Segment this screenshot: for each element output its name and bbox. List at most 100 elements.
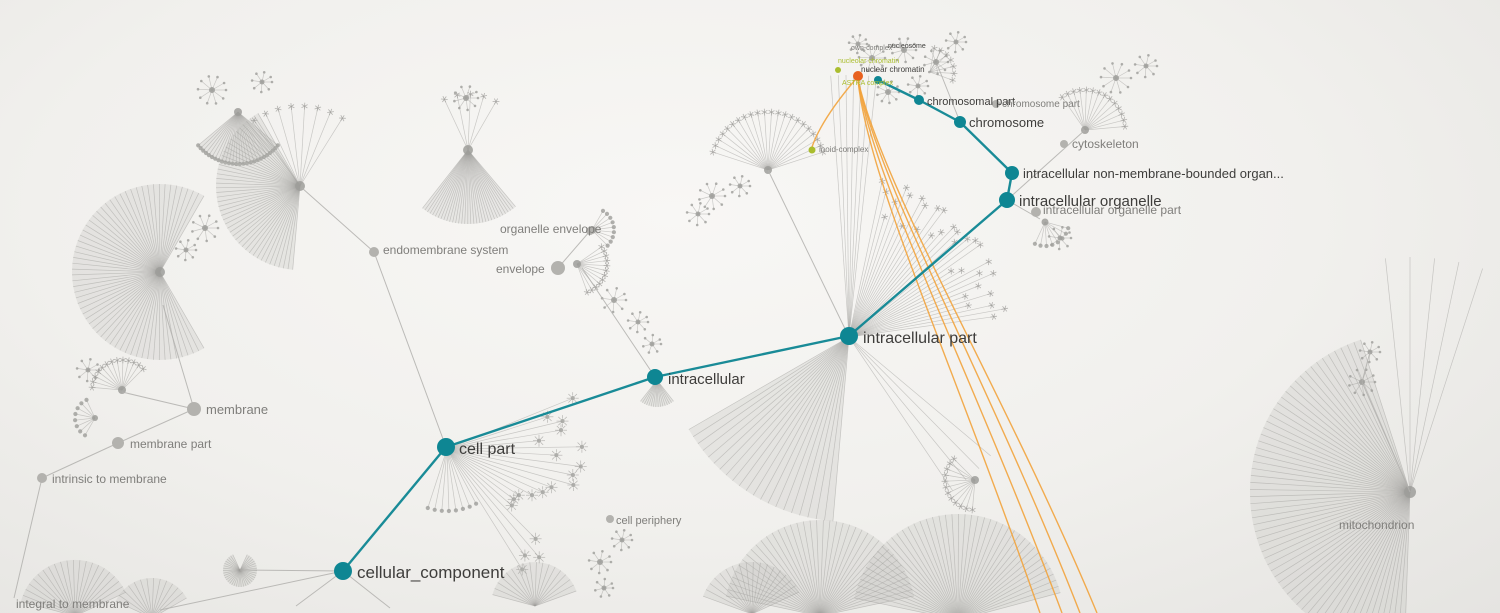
label-own-complex[interactable]: own-complex [851,45,893,52]
label-cellular-component[interactable]: cellular_component [357,563,505,582]
term-node-intrinsic-to-membrane[interactable] [37,473,47,483]
burst-chromatin [847,33,869,55]
label-intracellular[interactable]: intracellular [668,371,745,388]
label-intrinsic-to-membrane[interactable]: intrinsic to membrane [52,472,167,486]
label-mitochondrion[interactable]: mitochondrion [1339,518,1414,532]
cluster-line [1274,491,1411,578]
label-nucleosome[interactable]: nucleosome [888,43,926,50]
leaf-star [712,143,719,148]
leaf-dot [85,379,89,383]
term-node-membrane[interactable] [187,402,201,416]
cluster-hub [463,95,469,101]
cluster-line [891,537,953,613]
label-nucleolar-chromatin[interactable]: nucleolar chromatin [838,58,899,65]
cluster-hub [1057,235,1063,241]
orange-association-edge [857,79,1081,613]
cluster-line [121,368,144,391]
leaf-flower-petal [583,448,587,452]
cluster-line [576,255,606,265]
cluster-line [929,59,951,73]
label-cytoskeleton[interactable]: cytoskeleton [1072,137,1139,151]
term-node-chromosome-part[interactable] [992,100,1000,108]
cluster-line [857,584,939,613]
cluster-line [211,111,239,158]
cluster-line [299,118,343,187]
label-inoid-complex[interactable]: inoid-complex [819,145,868,154]
node-chromatin[interactable] [874,76,882,84]
cluster-line [727,128,769,171]
label-chromosome-part[interactable]: chromosome part [1002,99,1080,110]
cluster-line [159,186,183,273]
cluster-line [88,271,161,325]
cluster-hub [971,476,979,484]
label-intracellular-organelle[interactable]: intracellular organelle [1019,193,1162,210]
node-inoid-complex[interactable] [808,146,816,154]
leaf-dot [745,192,749,195]
cluster-line [82,271,161,315]
label-astra-complex[interactable]: ASTRA complex [842,80,893,87]
cluster-line [534,570,562,607]
label-chromosome[interactable]: chromosome [969,115,1044,130]
cluster-line [534,579,571,607]
cluster-line [848,216,885,338]
node-intracellular-organelle[interactable] [999,192,1015,208]
term-node-intracellular-organelle-part[interactable] [1031,207,1041,217]
label-membrane-part[interactable]: membrane part [130,437,212,451]
label-intracellular-part[interactable]: intracellular part [863,330,977,347]
term-node-envelope[interactable] [551,261,565,275]
term-node-membrane-part[interactable] [112,437,124,449]
leaf-star [966,235,969,243]
leaf-flower-petal [526,557,530,560]
leaf-dot [191,255,195,259]
leaf-dot [645,315,648,319]
cluster-hub [649,341,655,347]
cluster-line [1291,491,1411,600]
cluster-line [576,263,605,276]
label-intracellular-organelle-part[interactable]: intracellular organelle part [1043,203,1182,217]
cluster-line [960,479,976,507]
label-intracellular-non-membrane-bounded-organelle[interactable]: intracellular non-membrane-bounded organ… [1023,166,1284,181]
leaf-star [990,301,993,309]
cluster-line [1366,491,1411,613]
node-chromosome[interactable] [954,116,966,128]
node-cell-part[interactable] [437,438,455,456]
label-organelle-envelope[interactable]: organelle envelope [500,222,602,236]
node-intracellular[interactable] [647,369,663,385]
node-chromatin-term[interactable] [853,71,863,81]
label-envelope[interactable]: envelope [496,262,545,276]
leaf-dot [876,85,880,89]
label-cell-periphery[interactable]: cell periphery [616,515,682,527]
term-node-cell-periphery[interactable] [606,515,614,523]
cluster-line [81,403,96,419]
cluster-line [974,579,1057,613]
node-chromosomal-part[interactable] [914,95,924,105]
node-intracellular-non-membrane-bounded-organelle[interactable] [1005,166,1019,180]
leaf-dot [97,368,101,372]
term-node-organelle-envelope[interactable] [586,227,594,235]
label-endomembrane-system[interactable]: endomembrane system [383,243,508,257]
node-nucleolar-chromatin[interactable] [835,67,841,73]
leaf-star [956,228,959,236]
cluster-line [299,111,331,187]
cluster-line [511,568,536,607]
node-intracellular-part[interactable] [840,327,858,345]
label-membrane[interactable]: membrane [206,402,268,417]
term-node-cytoskeleton[interactable] [1060,140,1068,148]
leaf-dot [605,243,610,248]
label-integral-to-membrane[interactable]: integral to membrane [16,597,130,611]
cluster-line [722,133,769,171]
label-chromosomal-part[interactable]: chromosomal part [927,96,1015,108]
cluster-line [446,448,477,504]
cluster-line [848,209,945,338]
cluster-line [446,446,582,450]
node-cellular-component[interactable] [334,562,352,580]
leaf-dot [73,418,78,423]
label-nuclear-chromatin[interactable]: nuclear chromatin [861,65,925,74]
term-node-endomembrane-system[interactable] [369,247,379,257]
cluster-line [752,585,796,613]
cluster-line [576,263,588,293]
label-cell-part[interactable]: cell part [459,441,516,458]
leaf-star [89,384,95,391]
